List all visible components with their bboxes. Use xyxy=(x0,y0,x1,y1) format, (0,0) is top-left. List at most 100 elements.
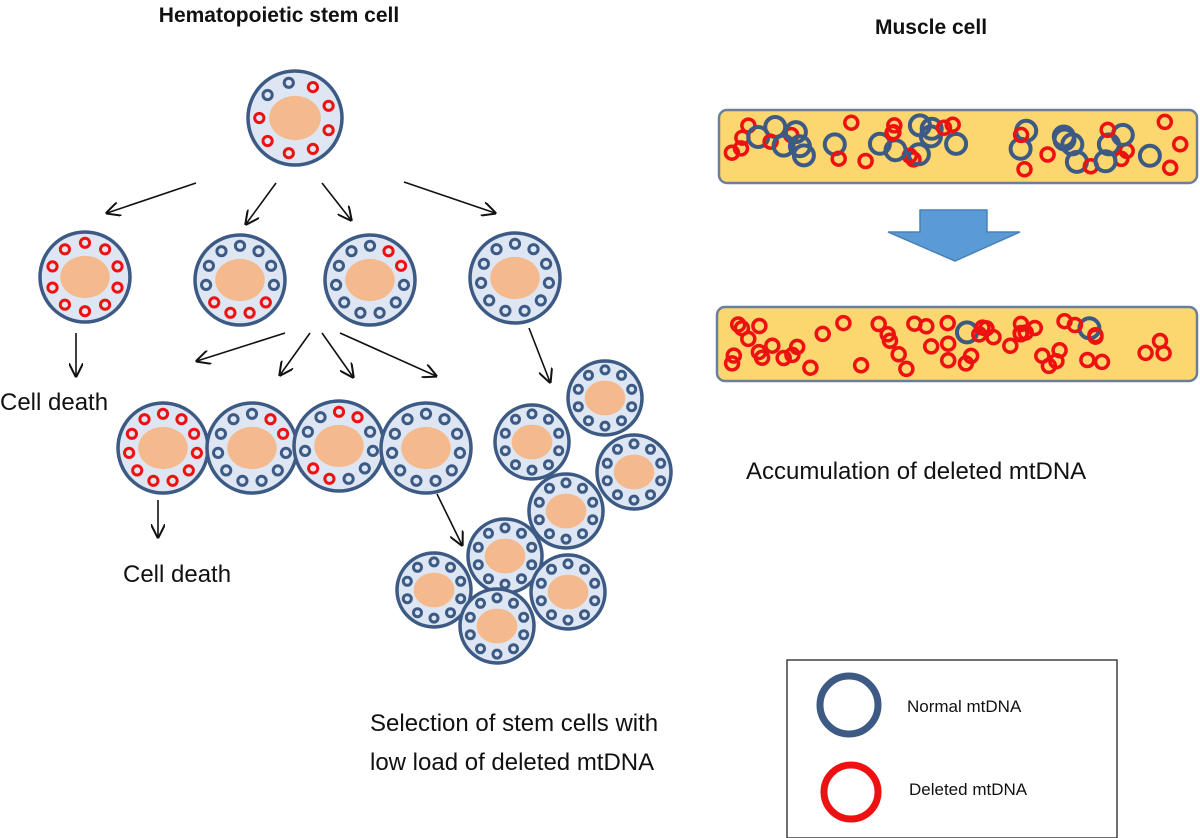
nucleus xyxy=(484,538,526,574)
granddaughter-cell-high-deleted xyxy=(116,401,210,495)
deleted-mtdna xyxy=(939,352,957,369)
normal-mtdna xyxy=(783,120,808,145)
normal-mtdna xyxy=(345,245,358,258)
normal-mtdna xyxy=(546,609,557,621)
cell-death-label-1: Cell death xyxy=(0,389,108,416)
deleted-mtdna xyxy=(1087,326,1104,344)
normal-mtdna xyxy=(483,294,496,307)
normal-mtdna xyxy=(220,464,233,477)
normal-mtdna xyxy=(255,474,268,487)
normal-mtdna-legend-icon xyxy=(816,672,882,738)
normal-mtdna xyxy=(562,614,574,626)
deleted-mtdna xyxy=(944,116,961,133)
deleted-mtdna xyxy=(870,315,887,333)
normal-mtdna xyxy=(453,446,466,459)
normal-mtdna xyxy=(579,609,590,621)
normal-mtdna xyxy=(499,304,512,317)
normal-mtdna xyxy=(599,420,611,432)
normal-mtdna xyxy=(475,643,486,655)
normal-mtdna xyxy=(499,427,511,439)
deleted-mtdna xyxy=(852,357,870,374)
normal-mtdna xyxy=(215,245,228,258)
normal-mtdna xyxy=(527,243,540,256)
muscle-fiber-after xyxy=(715,305,1199,383)
normal-mtdna xyxy=(438,413,451,426)
deleted-mtdna xyxy=(762,133,779,150)
normal-mtdna xyxy=(944,131,969,156)
deleted-mtdna xyxy=(277,427,290,440)
deleted-mtdna xyxy=(323,472,336,485)
deleted-mtdna xyxy=(1161,159,1179,177)
deleted-mtdna xyxy=(1016,161,1033,178)
deleted-mtdna xyxy=(264,413,277,426)
down-block-arrow xyxy=(887,209,1021,262)
selected-cell xyxy=(395,551,473,629)
deleted-mtdna xyxy=(261,134,274,148)
deleted-mtdna xyxy=(382,245,395,258)
muscle-fiber-after-mtdna xyxy=(723,312,1172,378)
deleted-mtdna-legend-icon xyxy=(820,761,882,823)
stem-cells xyxy=(38,69,673,665)
deleted-mtdna xyxy=(166,474,179,487)
arrow xyxy=(107,182,197,213)
normal-mtdna xyxy=(401,575,413,587)
nucleus xyxy=(511,424,553,460)
normal-mtdna xyxy=(445,561,456,573)
muscle-fiber-before-mtdna xyxy=(723,113,1189,178)
normal-mtdna xyxy=(401,593,413,605)
normal-mtdna xyxy=(227,413,240,426)
normal-mtdna xyxy=(366,444,379,457)
normal-mtdna xyxy=(655,475,667,487)
normal-mtdna xyxy=(464,611,476,623)
legend-deleted-label: Deleted mtDNA xyxy=(909,780,1028,799)
normal-mtdna xyxy=(419,407,433,420)
normal-mtdna xyxy=(271,464,284,477)
normal-mtdna xyxy=(401,413,414,426)
normal-mtdna xyxy=(612,443,623,455)
normal-mtdna xyxy=(200,278,213,291)
normal-mtdna xyxy=(601,457,613,469)
deleted-mtdna xyxy=(1012,326,1030,343)
deleted-mtdna xyxy=(190,446,203,459)
normal-mtdna xyxy=(589,595,601,607)
normal-mtdna xyxy=(451,427,464,440)
deleted-mtdna xyxy=(78,236,92,249)
deleted-mtdna xyxy=(843,114,860,131)
deleted-mtdna xyxy=(125,427,138,440)
granddaughter-cell-mixed-1 xyxy=(205,401,299,495)
nucleus xyxy=(613,454,655,490)
lineage-arrows xyxy=(76,181,550,545)
deleted-mtdna xyxy=(253,111,266,125)
normal-mtdna xyxy=(389,296,402,309)
normal-mtdna xyxy=(472,541,484,553)
normal-mtdna xyxy=(236,474,249,487)
nucleus xyxy=(545,493,587,529)
normal-mtdna xyxy=(214,427,227,440)
arrow xyxy=(246,182,277,224)
normal-mtdna xyxy=(301,425,314,438)
normal-mtdna xyxy=(534,294,547,307)
normal-mtdna xyxy=(245,407,259,420)
arrow xyxy=(436,493,462,545)
cell-death-label-2: Cell death xyxy=(123,561,231,588)
selection-label-line1: Selection of stem cells with xyxy=(370,710,658,737)
deleted-mtdna xyxy=(725,347,743,364)
normal-mtdna xyxy=(338,296,351,309)
deleted-mtdna xyxy=(978,320,995,337)
nucleus xyxy=(476,608,518,644)
normal-mtdna xyxy=(475,276,488,289)
normal-mtdna xyxy=(397,278,410,291)
normal-mtdna xyxy=(628,494,640,506)
arrow xyxy=(321,182,351,220)
normal-mtdna xyxy=(616,415,627,427)
deleted-mtdna xyxy=(922,338,940,355)
normal-mtdna xyxy=(526,541,538,553)
deleted-mtdna xyxy=(1066,316,1084,334)
normal-mtdna xyxy=(394,464,407,477)
normal-mtdna xyxy=(490,243,503,256)
deleted-mtdna xyxy=(1039,146,1056,163)
nucleus xyxy=(401,426,451,470)
normal-mtdna xyxy=(560,477,572,489)
normal-mtdna xyxy=(491,592,503,604)
normal-mtdna xyxy=(589,577,601,589)
